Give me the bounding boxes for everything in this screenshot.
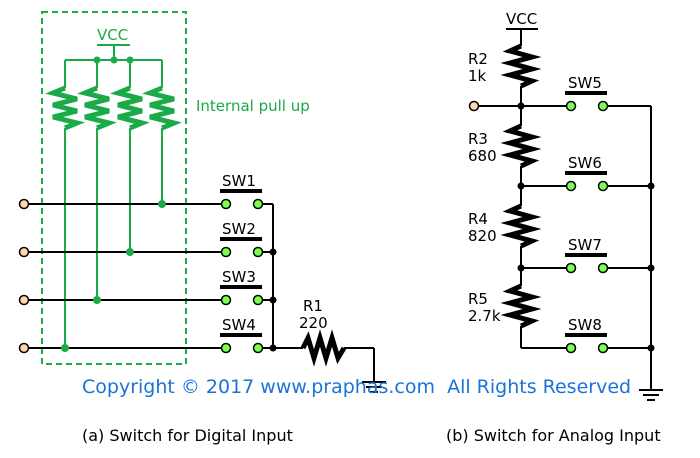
pullup-resistor-4 bbox=[142, 60, 182, 204]
svg-text:SW5: SW5 bbox=[568, 74, 602, 92]
resistor-r3 bbox=[500, 123, 542, 169]
switch-sw2: SW2 bbox=[220, 220, 264, 258]
caption-digital: (a) Switch for Digital Input bbox=[82, 426, 293, 445]
digital-vcc-label: VCC bbox=[97, 26, 128, 44]
pullup-resistor-2 bbox=[77, 60, 117, 300]
junction-dot bbox=[126, 248, 134, 256]
resistor-r2 bbox=[500, 43, 542, 89]
junction-dot bbox=[110, 56, 118, 64]
r1-value: 220 bbox=[299, 314, 328, 332]
r5-name: R5 bbox=[468, 290, 488, 308]
r2-name: R2 bbox=[468, 50, 488, 68]
input-terminal-2 bbox=[18, 246, 30, 258]
input-terminal-3 bbox=[18, 294, 30, 306]
switch-sw1: SW1 bbox=[220, 172, 264, 210]
r4-name: R4 bbox=[468, 210, 488, 228]
switch-sw6: SW6 bbox=[565, 154, 609, 192]
ground-symbol-digital bbox=[362, 381, 386, 393]
analog-vcc-label: VCC bbox=[506, 10, 537, 28]
input-terminal-4 bbox=[18, 342, 30, 354]
junction-dot bbox=[647, 344, 655, 352]
switch-sw7: SW7 bbox=[565, 236, 609, 274]
junction-dot bbox=[647, 264, 655, 272]
resistor-r5 bbox=[500, 283, 542, 329]
junction-dot bbox=[158, 200, 166, 208]
svg-text:SW1: SW1 bbox=[222, 172, 256, 190]
caption-analog: (b) Switch for Analog Input bbox=[446, 426, 661, 445]
svg-text:SW8: SW8 bbox=[568, 316, 602, 334]
switch-sw3: SW3 bbox=[220, 268, 264, 306]
resistor-r1 bbox=[300, 329, 347, 367]
internal-pullup-box bbox=[41, 11, 187, 365]
junction-dot bbox=[269, 248, 277, 256]
input-terminal-1 bbox=[18, 198, 30, 210]
svg-text:SW4: SW4 bbox=[222, 316, 256, 334]
junction-dot bbox=[269, 344, 277, 352]
junction-dot bbox=[647, 182, 655, 190]
svg-text:SW3: SW3 bbox=[222, 268, 256, 286]
switch-sw5: SW5 bbox=[565, 74, 609, 112]
internal-pullup-label: Internal pull up bbox=[196, 97, 310, 115]
resistor-r4 bbox=[500, 203, 542, 249]
junction-dot bbox=[517, 182, 525, 190]
r1-name: R1 bbox=[303, 297, 323, 315]
junction-dot bbox=[269, 296, 277, 304]
r3-value: 680 bbox=[468, 147, 497, 165]
switch-sw8: SW8 bbox=[565, 316, 609, 354]
junction-dot bbox=[517, 102, 525, 110]
pullup-resistor-1 bbox=[45, 60, 85, 348]
r4-value: 820 bbox=[468, 227, 497, 245]
junction-dot bbox=[93, 296, 101, 304]
switch-sw4: SW4 bbox=[220, 316, 264, 354]
pullup-resistor-3 bbox=[110, 60, 150, 252]
ground-symbol-analog bbox=[639, 389, 663, 401]
r2-value: 1k bbox=[468, 67, 487, 85]
r5-value: 2.7k bbox=[468, 307, 501, 325]
analog-input-circuit: VCC R2 1k R3 680 R4 820 R5 2.7k SW5 bbox=[468, 10, 663, 401]
junction-dot bbox=[61, 344, 69, 352]
svg-text:SW2: SW2 bbox=[222, 220, 256, 238]
r3-name: R3 bbox=[468, 130, 488, 148]
junction-dot bbox=[517, 264, 525, 272]
analog-output-terminal bbox=[468, 100, 480, 112]
svg-text:SW7: SW7 bbox=[568, 236, 602, 254]
digital-input-circuit: VCC Internal pull up bbox=[18, 11, 386, 393]
svg-text:SW6: SW6 bbox=[568, 154, 602, 172]
copyright-notice: Copyright © 2017 www.praphas.com All Rig… bbox=[82, 376, 631, 398]
